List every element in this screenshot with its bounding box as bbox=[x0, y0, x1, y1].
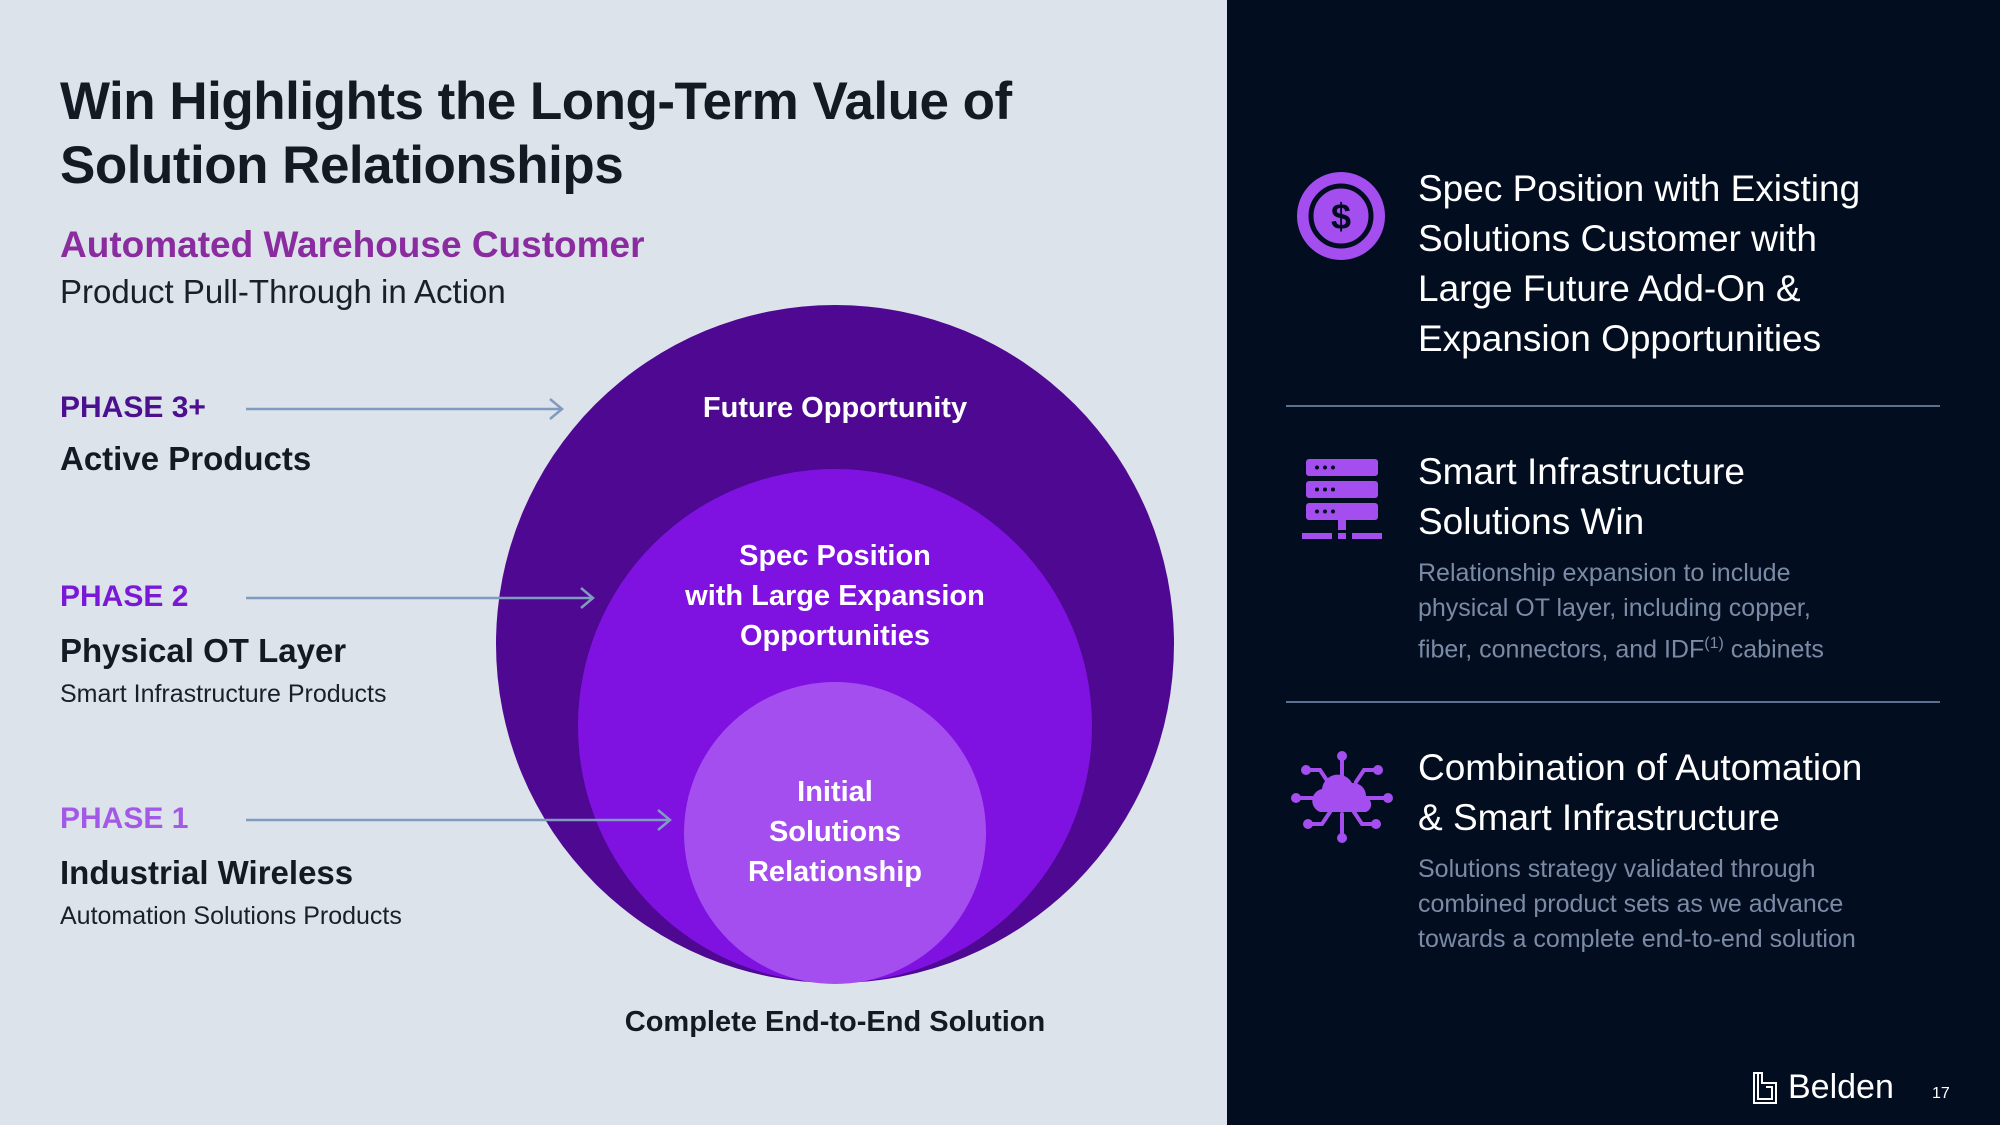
subtitle: Automated Warehouse Customer bbox=[60, 224, 645, 265]
phase-1-label: PHASE 1 bbox=[60, 802, 189, 835]
phase-2-label: PHASE 2 bbox=[60, 580, 189, 613]
heading-line: Combination of Automation bbox=[1418, 747, 1863, 788]
belden-logo-icon bbox=[1753, 1071, 1777, 1104]
highlight-1-heading: Spec Position with Existing Solutions Cu… bbox=[1418, 164, 1860, 364]
body-line: towards a complete end-to-end solution bbox=[1418, 925, 1856, 953]
inner-circle bbox=[684, 682, 986, 984]
title-line: Win Highlights the Long-Term Value of bbox=[60, 72, 1012, 131]
cloud-network-icon bbox=[1291, 751, 1393, 843]
phase-3-label: PHASE 3+ bbox=[60, 391, 206, 424]
label-line: Opportunities bbox=[739, 620, 931, 652]
phase-arrows bbox=[246, 398, 672, 831]
diagram-footer: Complete End-to-End Solution bbox=[624, 1006, 1046, 1038]
heading-line: Spec Position with Existing bbox=[1418, 168, 1861, 209]
phase-1-desc: Automation Solutions Products bbox=[60, 902, 402, 930]
highlight-3-heading: Combination of Automation & Smart Infras… bbox=[1418, 743, 1862, 843]
highlight-2-body: Relationship expansion to include physic… bbox=[1418, 556, 1824, 667]
label-line: with Large Expansion bbox=[685, 580, 985, 612]
body-line: fiber, connectors, and IDF(1) cabinets bbox=[1418, 626, 1824, 667]
divider bbox=[1286, 701, 1940, 703]
svg-text:$: $ bbox=[1331, 196, 1351, 237]
body-line: combined product sets as we advance bbox=[1418, 890, 1844, 918]
footnote-ref: (1) bbox=[1704, 635, 1724, 652]
brand-name: Belden bbox=[1788, 1068, 1894, 1106]
body-line: Solutions strategy validated through bbox=[1418, 855, 1816, 883]
arrow-phase2 bbox=[246, 587, 595, 609]
page-title: Win Highlights the Long-Term Value of So… bbox=[60, 70, 1012, 198]
phase-2-name: Physical OT Layer bbox=[60, 632, 347, 669]
future-opportunity-label: Future Opportunity bbox=[702, 392, 968, 424]
arrow-phase1 bbox=[246, 809, 672, 831]
initial-relationship-label: Initial Solutions Relationship bbox=[748, 772, 922, 892]
dollar-coin-icon: $ bbox=[1297, 172, 1385, 260]
label-line: Solutions bbox=[768, 816, 902, 848]
highlight-3-body: Solutions strategy validated through com… bbox=[1418, 852, 1856, 957]
belden-logo: Belden bbox=[1750, 1068, 1894, 1107]
heading-line: Solutions Customer with bbox=[1418, 218, 1817, 259]
heading-line: Solutions Win bbox=[1418, 501, 1645, 542]
phase-2-desc: Smart Infrastructure Products bbox=[60, 680, 387, 708]
title-line: Solution Relationships bbox=[60, 136, 624, 195]
body-text: cabinets bbox=[1723, 635, 1824, 664]
divider bbox=[1286, 405, 1940, 407]
page-number: 17 bbox=[1932, 1085, 1950, 1102]
heading-line: Smart Infrastructure bbox=[1418, 451, 1745, 492]
heading-line: Large Future Add-On & bbox=[1418, 268, 1801, 309]
highlight-2-heading: Smart Infrastructure Solutions Win bbox=[1418, 447, 1745, 547]
body-line: physical OT layer, including copper, bbox=[1418, 594, 1811, 622]
heading-line: & Smart Infrastructure bbox=[1418, 797, 1780, 838]
label-line: Relationship bbox=[747, 856, 923, 888]
server-network-icon bbox=[1302, 459, 1382, 539]
arrow-phase3 bbox=[246, 398, 564, 420]
body-line: Relationship expansion to include bbox=[1418, 559, 1791, 587]
body-text: fiber, connectors, and IDF bbox=[1418, 635, 1705, 664]
heading-line: Expansion Opportunities bbox=[1418, 318, 1822, 359]
label-line: Spec Position bbox=[739, 540, 931, 572]
phase-1-name: Industrial Wireless bbox=[60, 854, 354, 891]
spec-position-label: Spec Position with Large Expansion Oppor… bbox=[685, 536, 985, 656]
phase-3-name: Active Products bbox=[60, 440, 312, 477]
label-line: Initial bbox=[797, 776, 873, 808]
tagline: Product Pull-Through in Action bbox=[60, 273, 506, 310]
